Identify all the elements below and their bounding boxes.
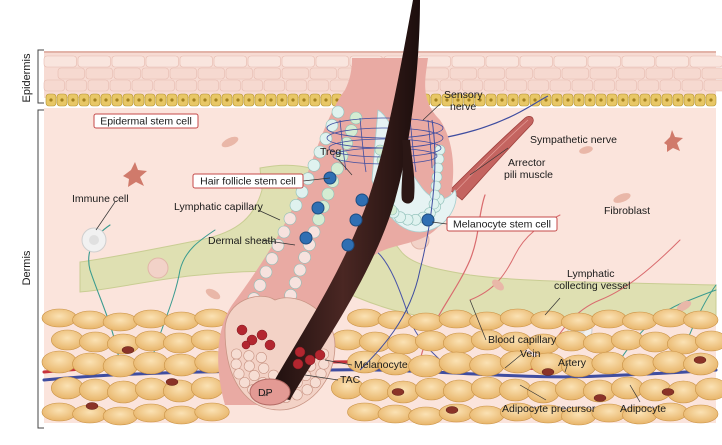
hair-follicle-stem-cell-callout: Hair follicle stem cell bbox=[192, 173, 304, 189]
subcutaneous-fat bbox=[41, 308, 722, 426]
sensory-nerve-fiber bbox=[359, 119, 436, 371]
sensory-nerve-label-1: Sensory bbox=[444, 89, 483, 101]
vein-label: Vein bbox=[520, 348, 541, 360]
blood-capillary-label: Blood capillary bbox=[488, 334, 557, 346]
arrector-pili-muscle bbox=[449, 116, 534, 201]
lymphatic-collecting-label-1: Lymphatic bbox=[567, 268, 614, 280]
sympathetic-nerve-fiber bbox=[431, 95, 549, 141]
adipocyte-precursor-label: Adipocyte precursor bbox=[502, 403, 596, 415]
lymphatic-capillary-label: Lymphatic capillary bbox=[174, 201, 264, 213]
lymphatic-collecting-label-2: collecting vessel bbox=[554, 280, 630, 292]
melanocyte-stem-cell-label: Melanocyte stem cell bbox=[453, 219, 551, 231]
artery-label: Artery bbox=[558, 357, 587, 369]
sympathetic-nerve-label: Sympathetic nerve bbox=[530, 134, 617, 146]
arrector-label-2: pili muscle bbox=[504, 169, 553, 181]
layer-brackets bbox=[37, 49, 44, 429]
dermis-label: Dermis bbox=[21, 250, 33, 285]
fibroblast-label: Fibroblast bbox=[604, 205, 650, 217]
melanocyte-stem-cell-callout: Melanocyte stem cell bbox=[446, 216, 558, 232]
club-hair bbox=[401, 140, 415, 204]
stem-cells bbox=[299, 171, 435, 252]
treg-label: Treg bbox=[320, 146, 341, 158]
arrector-label-1: Arrector bbox=[508, 157, 546, 169]
epidermal-stem-cell-label: Epidermal stem cell bbox=[100, 116, 192, 128]
immune-cell-label: Immune cell bbox=[72, 193, 129, 205]
leader-lines bbox=[95, 103, 641, 403]
epidermal-stem-cell-callout: Epidermal stem cell bbox=[93, 113, 199, 129]
tac-label: TAC bbox=[340, 374, 361, 386]
sensory-nerve-label-2: nerve bbox=[450, 101, 476, 113]
melanocytes bbox=[236, 324, 326, 370]
adipocyte-label: Adipocyte bbox=[620, 403, 666, 415]
epidermis-label: Epidermis bbox=[21, 53, 33, 102]
hair-shaft bbox=[266, 0, 420, 400]
melanocyte-label: Melanocyte bbox=[354, 359, 408, 371]
dp-label: DP bbox=[258, 387, 273, 399]
dermal-sheath-label: Dermal sheath bbox=[208, 235, 276, 247]
immune-cell-star bbox=[123, 162, 147, 187]
hair-follicle-stem-cell-label: Hair follicle stem cell bbox=[200, 176, 296, 188]
